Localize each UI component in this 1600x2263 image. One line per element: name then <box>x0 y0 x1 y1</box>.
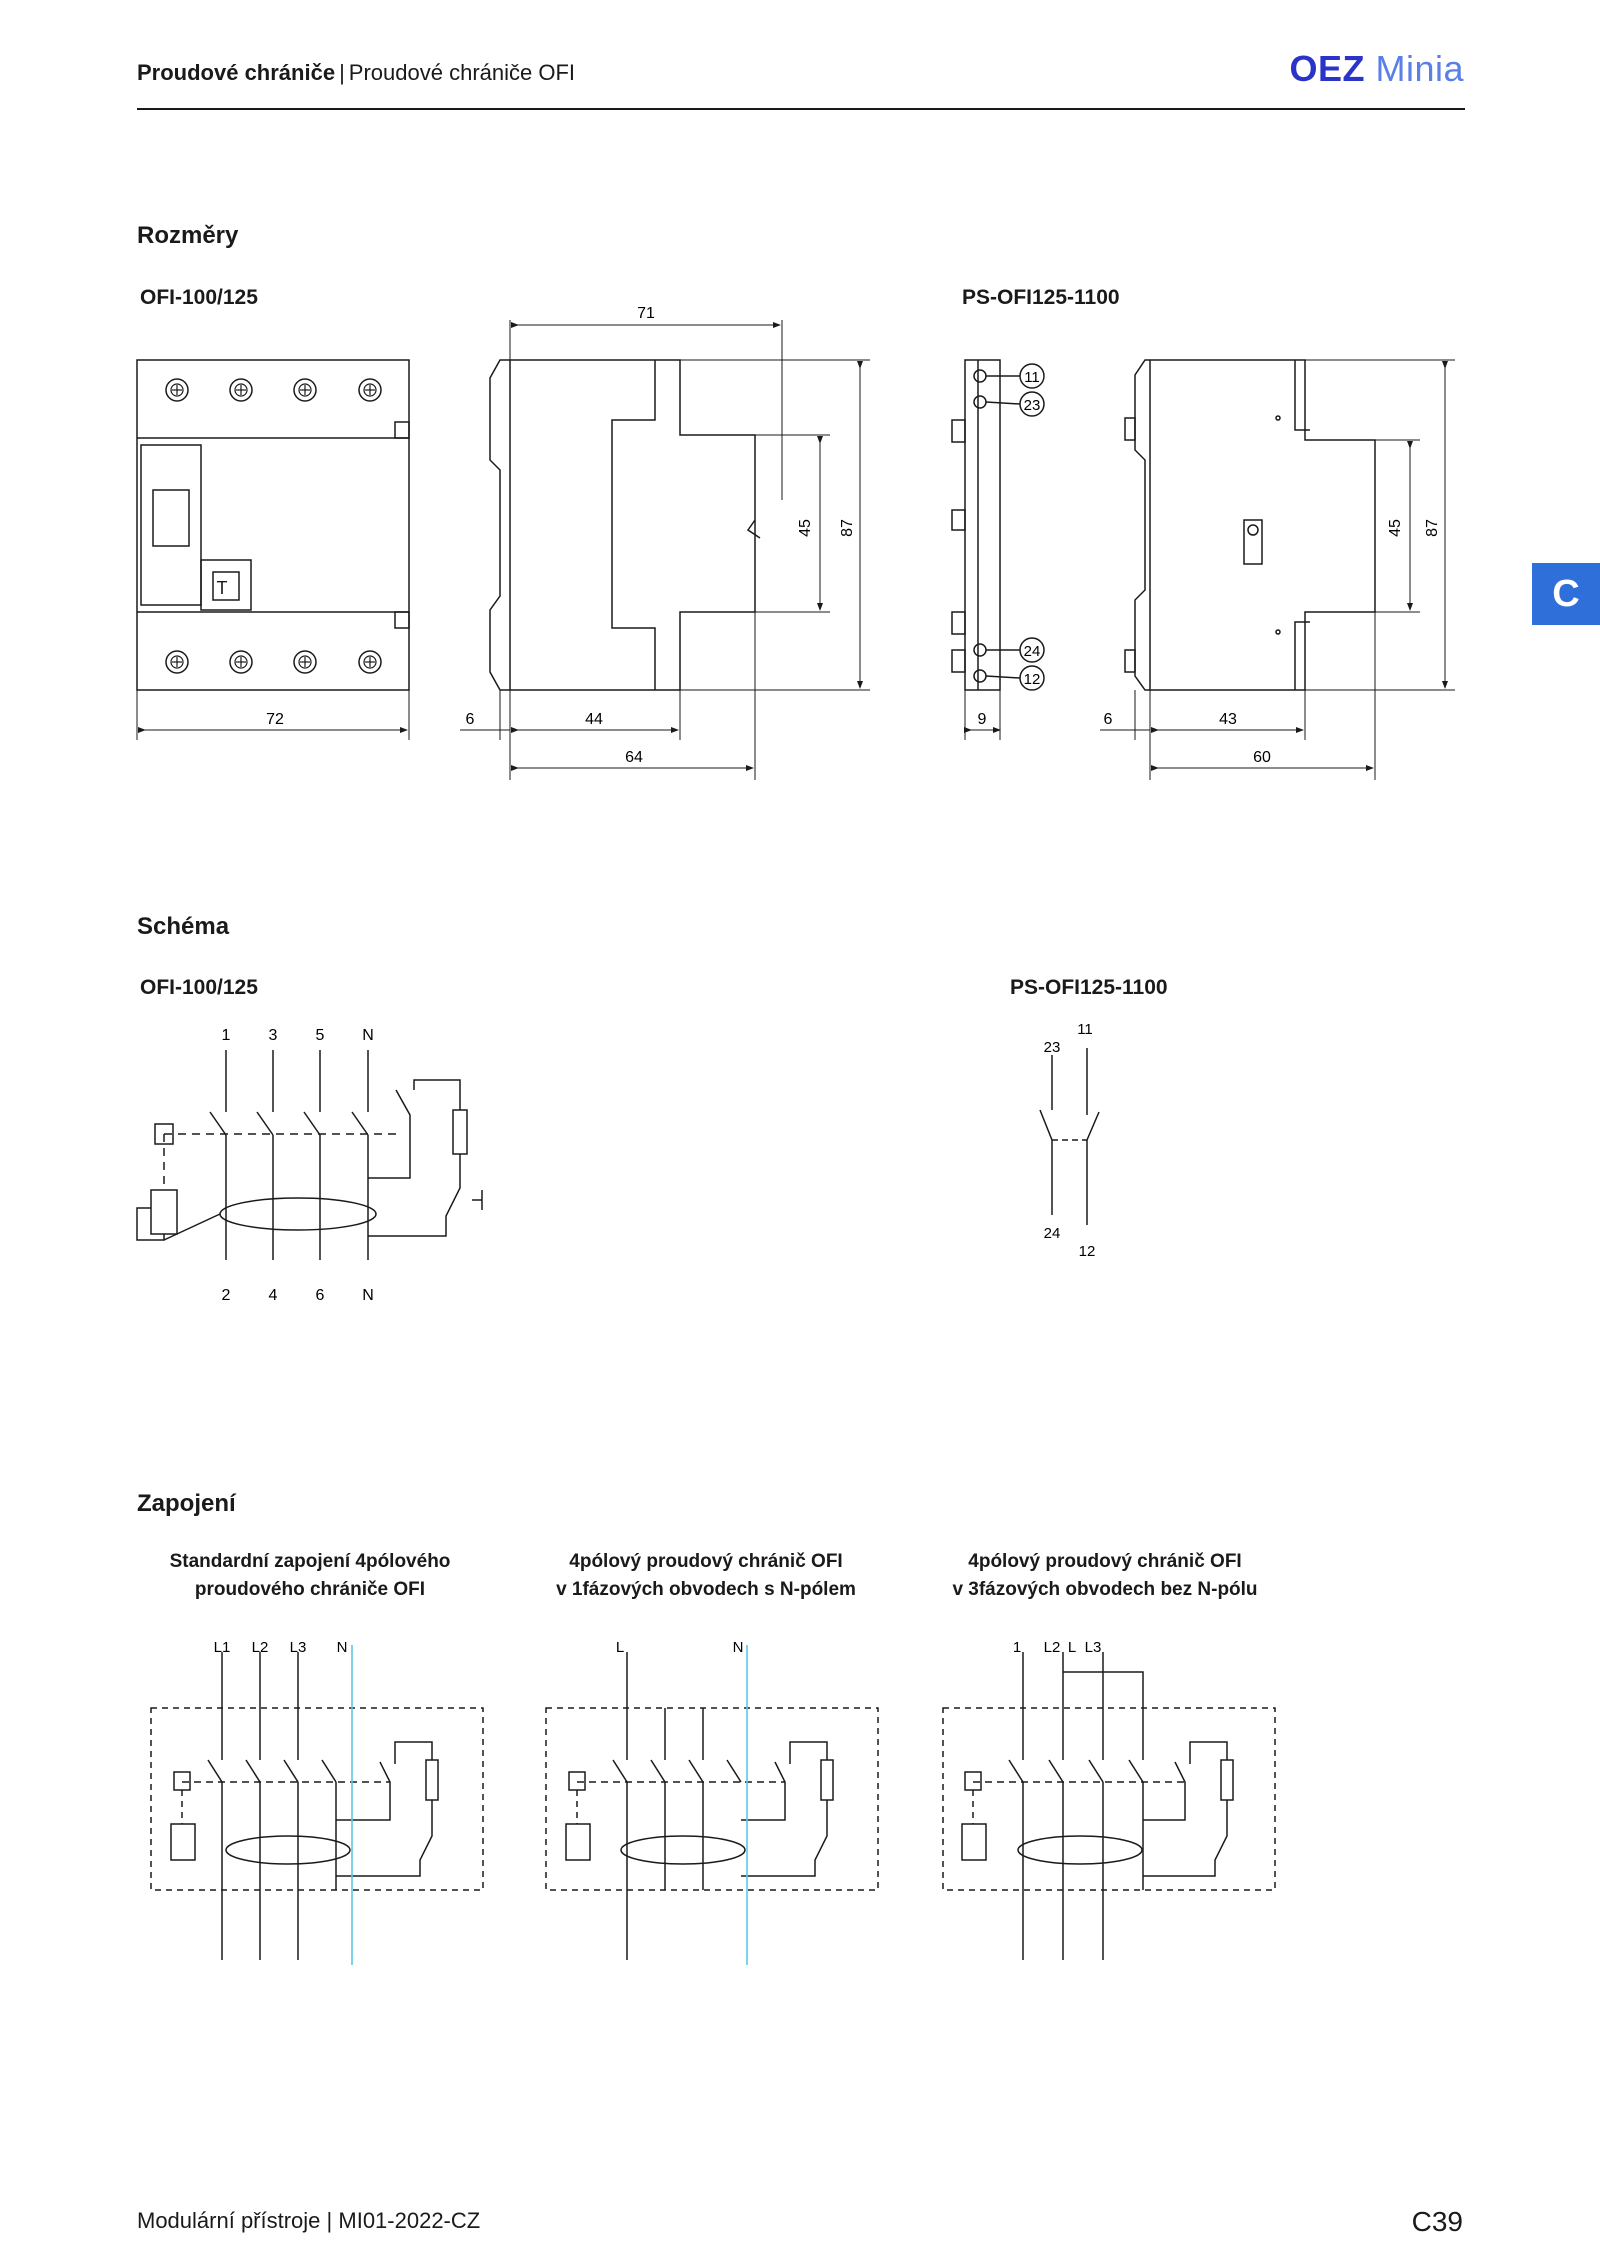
line-N: N <box>337 1639 348 1656</box>
ps-schema-11: 11 <box>1077 1021 1093 1038</box>
footer-text: Modulární přístroje <box>137 2208 321 2233</box>
caption-3phase: 4pólový proudový chránič OFI v 3fázových… <box>940 1548 1270 1604</box>
wiring-diagram-standard <box>150 1652 484 1960</box>
line-L-3phase: L <box>1068 1639 1076 1656</box>
svg-text:T: T <box>217 578 228 598</box>
caption-standard: Standardní zapojení 4pólového proudového… <box>150 1548 470 1604</box>
ps-schema-24: 24 <box>1044 1225 1061 1242</box>
ps-side-dims <box>1100 359 1455 780</box>
dim-text-9: 9 <box>978 711 987 728</box>
rozmery-right-label: PS-OFI125-1100 <box>962 286 1120 309</box>
dim-text-71: 71 <box>637 305 655 322</box>
ofi-front-screws <box>165 378 382 674</box>
line-L2: L2 <box>252 1639 269 1656</box>
schema-terminal-1: 1 <box>222 1027 231 1044</box>
wiring-labels-standard: L1 L2 L3 N <box>214 1639 348 1656</box>
footer-code: MI01-2022-CZ <box>338 2208 481 2233</box>
logo-product: Minia <box>1375 48 1464 89</box>
schema-terminal-2: 2 <box>222 1287 231 1304</box>
rozmery-left-label: OFI-100/125 <box>140 286 258 309</box>
caption-standard-line1: Standardní zapojení 4pólového <box>169 1551 451 1572</box>
page-number: C39 <box>1411 2206 1463 2237</box>
line-L-1phase: L <box>616 1639 624 1656</box>
dim-text-44: 44 <box>585 711 603 728</box>
ps-dim-text-45: 45 <box>1387 519 1404 537</box>
ps-terminal-23: 23 <box>1024 397 1041 414</box>
wiring-diagram-1phase <box>545 1652 879 1960</box>
schema-right-label: PS-OFI125-1100 <box>1010 976 1168 999</box>
section-title-rozmery: Rozměry <box>137 222 239 249</box>
ps-schema-23: 23 <box>1044 1039 1061 1056</box>
schema-terminal-6: 6 <box>316 1287 325 1304</box>
ofi-schema-labels: 1 3 5 N 2 4 6 N <box>222 1027 374 1304</box>
dim-text-6: 6 <box>466 711 475 728</box>
caption-standard-line2: proudového chrániče OFI <box>194 1579 426 1600</box>
line-L1: L1 <box>214 1639 231 1656</box>
schema-terminal-N-bottom: N <box>362 1287 374 1304</box>
brand-logo: OEZ Minia <box>1289 48 1464 90</box>
ps-side-view <box>1124 359 1376 691</box>
schema-left-label: OFI-100/125 <box>140 976 258 999</box>
dim-text-64: 64 <box>625 749 643 766</box>
ofi-side-view <box>489 359 761 691</box>
line-1-3phase: 1 <box>1013 1639 1021 1656</box>
ps-dim-text-60: 60 <box>1253 749 1271 766</box>
ofi-schema <box>136 1050 483 1260</box>
schema-terminal-3: 3 <box>269 1027 278 1044</box>
line-L3: L3 <box>290 1639 307 1656</box>
caption-1phase-line1: 4pólový proudový chránič OFI <box>569 1551 843 1572</box>
page-header: Proudové chrániče|Proudové chrániče OFI <box>137 60 576 85</box>
ps-terminal-12: 12 <box>1024 671 1041 688</box>
line-L3-3phase: L3 <box>1085 1639 1102 1656</box>
ps-dim-text-43: 43 <box>1219 711 1237 728</box>
header-category: Proudové chrániče <box>137 60 336 85</box>
ps-schema-labels: 11 23 24 12 <box>1044 1021 1096 1260</box>
line-N-1phase: N <box>733 1639 744 1656</box>
header-rule <box>137 108 1465 110</box>
wiring-diagram-3phase <box>942 1652 1276 1960</box>
caption-3phase-line2: v 3fázových obvodech bez N-pólu <box>952 1579 1258 1600</box>
dim-text-72: 72 <box>266 711 284 728</box>
ofi-side-dims <box>460 320 870 780</box>
caption-3phase-line1: 4pólový proudový chránič OFI <box>968 1551 1242 1572</box>
ps-terminal-11: 11 <box>1024 369 1040 386</box>
ps-dim-text-87: 87 <box>1424 519 1441 537</box>
ps-dim-9 <box>964 690 1001 740</box>
header-subcategory: Proudové chrániče OFI <box>348 60 576 85</box>
ps-schema <box>1039 1048 1100 1225</box>
section-title-schema: Schéma <box>137 913 230 940</box>
line-L2-3phase: L2 <box>1044 1639 1061 1656</box>
ps-dim-text-6: 6 <box>1104 711 1113 728</box>
dim-text-45: 45 <box>797 519 814 537</box>
ps-front-view <box>951 359 1045 691</box>
wiring-labels-3phase: 1 L2 L L3 <box>1013 1639 1102 1656</box>
schema-terminal-5: 5 <box>316 1027 325 1044</box>
schema-terminal-N-top: N <box>362 1027 374 1044</box>
schema-terminal-4: 4 <box>269 1287 278 1304</box>
page-footer: Modulární přístroje | MI01-2022-CZ <box>137 2208 481 2233</box>
logo-brand: OEZ <box>1289 48 1365 89</box>
ofi-front-view: T <box>136 359 410 691</box>
caption-1phase-line2: v 1fázových obvodech s N-pólem <box>556 1579 856 1600</box>
ps-terminal-24: 24 <box>1024 643 1041 660</box>
ps-schema-12: 12 <box>1079 1243 1096 1260</box>
side-tab[interactable]: C <box>1532 563 1600 625</box>
caption-1phase: 4pólový proudový chránič OFI v 1fázových… <box>546 1548 866 1604</box>
wiring-labels-1phase: L N <box>616 1639 744 1656</box>
section-title-zapojeni: Zapojení <box>137 1490 236 1517</box>
dim-text-87: 87 <box>839 519 856 537</box>
dim-72 <box>136 690 410 740</box>
